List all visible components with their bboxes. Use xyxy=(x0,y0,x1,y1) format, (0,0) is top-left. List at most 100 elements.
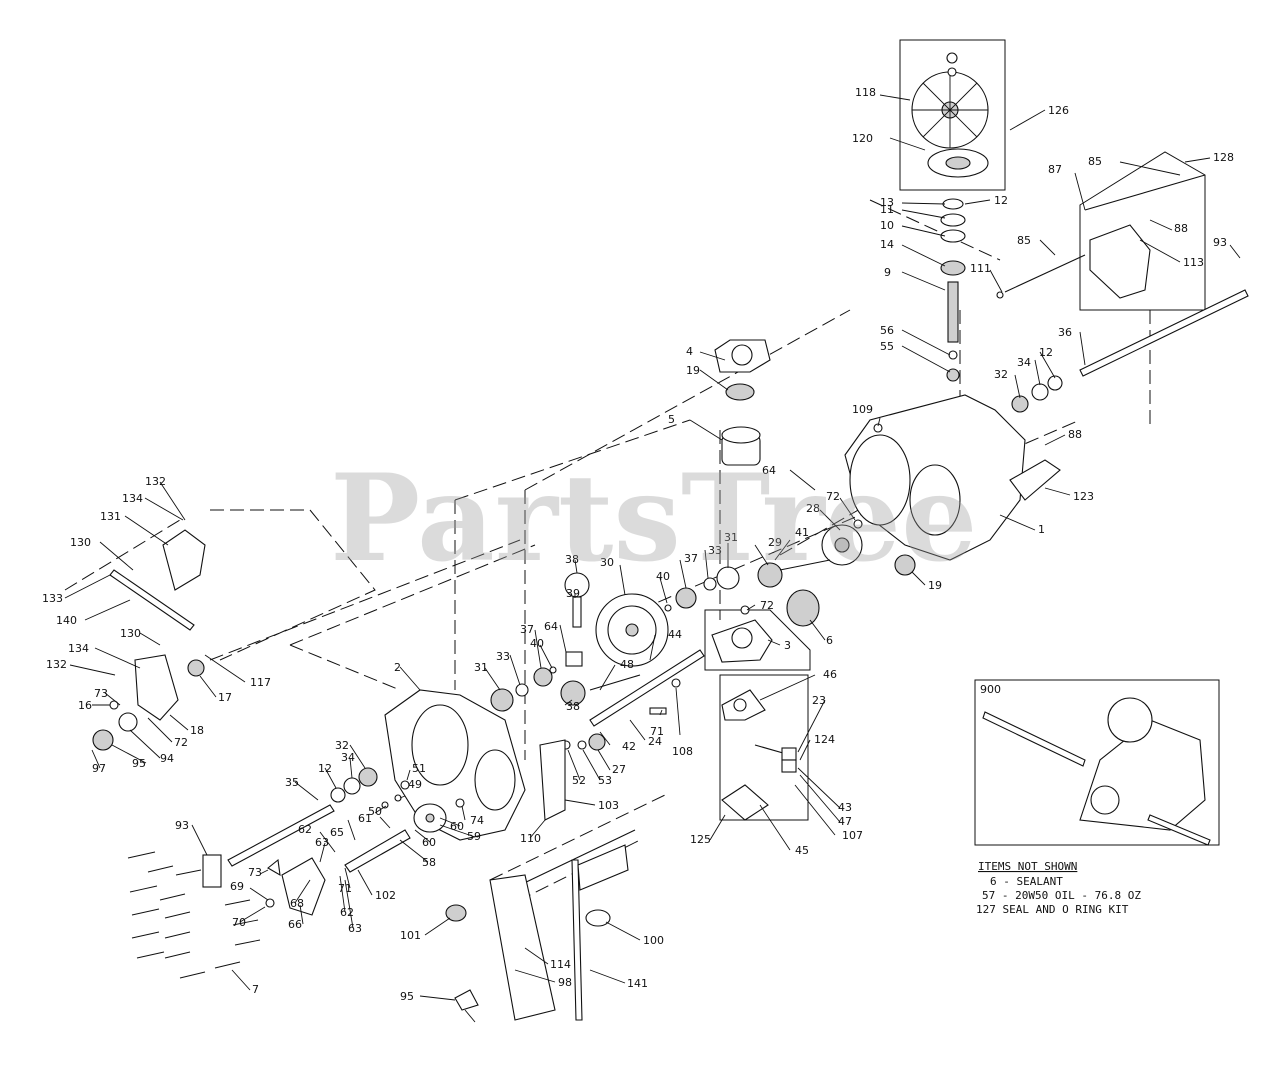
callout-label: 85 xyxy=(1088,155,1102,168)
spacer-23-b xyxy=(781,759,797,773)
bypass-rod xyxy=(1004,254,1086,293)
notes-line: 127 SEAL AND O RING KIT xyxy=(976,903,1129,916)
bypass-rod-box xyxy=(1079,151,1206,311)
callout-label: 30 xyxy=(600,556,614,569)
control-arm-hole xyxy=(733,698,747,712)
callout-label: 124 xyxy=(814,733,835,746)
callout-label: 72 xyxy=(826,490,840,503)
vent-plug xyxy=(873,423,883,433)
gear-31-b xyxy=(490,688,514,712)
bolt-71 xyxy=(649,707,667,715)
callout-label: 34 xyxy=(341,751,355,764)
callout-label: 40 xyxy=(656,570,670,583)
e-clip xyxy=(996,291,1004,299)
callout-label: 73 xyxy=(248,866,262,879)
callout-label: 37 xyxy=(684,552,698,565)
callout-label: 72 xyxy=(174,736,188,749)
washer-51 xyxy=(400,780,410,790)
callout-label: 1 xyxy=(1038,523,1045,536)
shaft-39 xyxy=(572,596,582,628)
shaft-48 xyxy=(589,674,641,691)
callout-label: 42 xyxy=(622,740,636,753)
callout-label: 93 xyxy=(1213,236,1227,249)
bypass-plate xyxy=(1089,224,1151,299)
callout-label: 29 xyxy=(768,536,782,549)
input-shaft xyxy=(947,281,959,343)
pinion-29 xyxy=(757,562,783,588)
plate-98 xyxy=(489,874,556,1021)
callout-label: 111 xyxy=(970,262,991,275)
notes-heading: ITEMS NOT SHOWN xyxy=(978,860,1077,873)
items-not-shown: ITEMS NOT SHOWN 6 - SEALANT 57 - 20W50 O… xyxy=(976,860,1141,916)
pin xyxy=(948,350,958,360)
seal xyxy=(940,229,966,243)
callout-label: 10 xyxy=(880,219,894,232)
washer xyxy=(940,213,966,227)
callout-label: 32 xyxy=(994,368,1008,381)
callout-label: 130 xyxy=(70,536,91,549)
pin-50 xyxy=(381,801,389,809)
bolt-set xyxy=(127,851,261,979)
callout-label: 64 xyxy=(762,464,776,477)
gear-27 xyxy=(588,733,606,751)
callout-label: 46 xyxy=(823,668,837,681)
callout-label: 110 xyxy=(520,832,541,845)
callout-label: 128 xyxy=(1213,151,1234,164)
spacer-23 xyxy=(781,747,797,761)
plate-45 xyxy=(721,784,769,821)
callout-label: 74 xyxy=(470,814,484,827)
callout-label: 51 xyxy=(412,762,426,775)
bearing-17 xyxy=(187,659,205,677)
callout-label: 45 xyxy=(795,844,809,857)
callout-label: 62 xyxy=(340,906,354,919)
rod-141 xyxy=(571,859,583,1021)
bracket-95 xyxy=(454,989,479,1011)
callout-label: 2 xyxy=(394,661,401,674)
callout-label: 130 xyxy=(120,627,141,640)
bracket-18 xyxy=(134,654,179,721)
callout-label: 9 xyxy=(884,266,891,279)
bracket-103 xyxy=(539,739,566,821)
washer-74 xyxy=(455,798,465,808)
callout-label: 100 xyxy=(643,934,664,947)
bracket-141 xyxy=(577,844,629,891)
pump-top xyxy=(721,426,761,444)
callout-label: 71 xyxy=(338,882,352,895)
callout-label: 66 xyxy=(288,918,302,931)
nut-73 xyxy=(265,898,275,908)
cooling-fan xyxy=(911,52,989,149)
callout-label: 59 xyxy=(467,830,481,843)
control-arm-box xyxy=(719,674,809,821)
rod-133 xyxy=(109,569,195,631)
callout-label: 107 xyxy=(842,829,863,842)
callout-label: 12 xyxy=(1039,346,1053,359)
callout-label: 68 xyxy=(290,897,304,910)
washer-94 xyxy=(118,712,138,732)
retaining-ring xyxy=(942,198,964,210)
callout-label: 44 xyxy=(668,628,682,641)
callout-label: 43 xyxy=(838,801,852,814)
assembly-inset xyxy=(974,679,1220,846)
bracket xyxy=(1009,459,1061,501)
callout-label: 4 xyxy=(686,345,693,358)
callout-label: 58 xyxy=(422,856,436,869)
callout-label: 98 xyxy=(558,976,572,989)
callout-label: 60 xyxy=(450,820,464,833)
callout-label: 94 xyxy=(160,752,174,765)
callout-label: 93 xyxy=(175,819,189,832)
callout-label: 7 xyxy=(252,983,259,996)
callout-label: 41 xyxy=(795,526,809,539)
housing-half-bore xyxy=(411,704,469,786)
callout-label: 95 xyxy=(132,757,146,770)
callout-label: 132 xyxy=(46,658,67,671)
bypass-rod-upper xyxy=(1084,174,1206,211)
gear-37-b xyxy=(533,667,553,687)
callout-label: 132 xyxy=(145,475,166,488)
callout-label: 61 xyxy=(358,812,372,825)
pulley-95 xyxy=(92,729,114,751)
gear-38-b xyxy=(560,680,586,706)
callout-label: 16 xyxy=(78,699,92,712)
callout-label: 14 xyxy=(880,238,894,251)
callout-label: 28 xyxy=(806,502,820,515)
callout-label: 19 xyxy=(686,364,700,377)
